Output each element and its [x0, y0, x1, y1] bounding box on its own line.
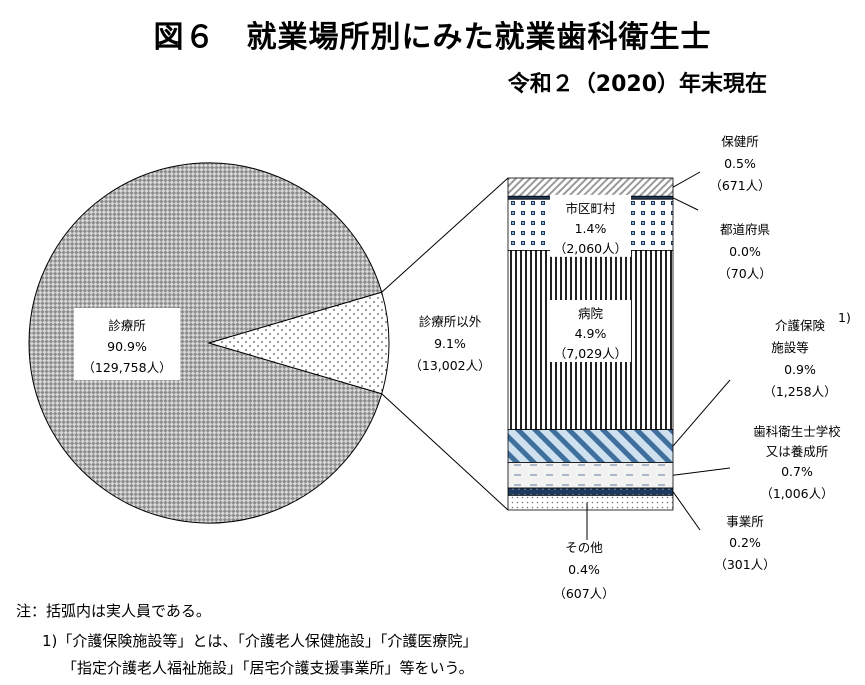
- bar-label-school-pct: 0.7%: [781, 464, 813, 479]
- pie-label-non-clinic-count: （13,002人）: [409, 358, 490, 373]
- pie-slice-clinic: [28, 162, 383, 524]
- bar-label-health-center-count: （671人）: [709, 178, 770, 193]
- pie-label-clinic-name: 診療所: [108, 318, 146, 333]
- bar-label-school-name2: 又は養成所: [766, 444, 829, 459]
- pie-label-non-clinic-pct: 9.1%: [434, 336, 466, 351]
- bar-label-care-facility-count: （1,258人）: [763, 384, 836, 399]
- bar-label-health-center-pct: 0.5%: [724, 156, 756, 171]
- pie-label-box: [74, 308, 180, 380]
- bar-label-prefecture-name: 都道府県: [720, 222, 770, 237]
- bar-label-care-facility-name2: 施設等: [771, 340, 809, 355]
- bar-label-hospital-name: 病院: [578, 306, 604, 321]
- note-line-2: 1)「介護保険施設等」とは、「介護老人保健施設」「介護医療院」: [42, 632, 478, 650]
- leader-school: [672, 467, 731, 476]
- bar-label-municipality-count: （2,060人）: [554, 241, 627, 256]
- leader-health-center: [672, 171, 701, 188]
- bar-label-hospital-count: （7,029人）: [554, 346, 627, 361]
- bar-segment-school: [507, 462, 674, 489]
- chart-area: 診療所 90.9% （129,758人） 診療所以外 9.1% （13,002人） 市区町村…: [28, 134, 851, 600]
- pie-label-clinic-count: （129,758人）: [82, 360, 171, 375]
- leader-care-facility: [672, 379, 731, 447]
- bar-label-prefecture-pct: 0.0%: [729, 244, 761, 259]
- bar-label-school-count: （1,006人）: [760, 486, 833, 501]
- connector-top: [381, 177, 509, 293]
- bar-segment-care-facility: [507, 429, 674, 463]
- leader-prefecture: [672, 197, 699, 211]
- bar-label-care-facility-sup: 1): [838, 310, 851, 325]
- bar-label-office-pct: 0.2%: [729, 535, 761, 550]
- bar-label-school-name: 歯科衛生士学校: [753, 424, 841, 439]
- note-line-1: 注：括弧内は実人員である。: [16, 602, 211, 620]
- bar-label-box-hospital: [550, 300, 631, 363]
- pie-slice-non-clinic: [207, 291, 390, 395]
- note-line-3: 「指定介護老人福祉施設」「居宅介護支援事業所」等をいう。: [62, 659, 474, 677]
- bar-segment-other: [507, 494, 674, 511]
- bar-label-care-facility-pct: 0.9%: [784, 362, 816, 377]
- bar-label-health-center-name: 保健所: [721, 134, 759, 149]
- leader-office: [672, 491, 701, 531]
- bar-label-municipality-name: 市区町村: [565, 201, 616, 216]
- bar-segment-health-center: [507, 177, 674, 197]
- pie-label-clinic-pct: 90.9%: [107, 339, 147, 354]
- bar-label-prefecture-count: （70人）: [718, 266, 771, 281]
- bar-label-municipality-pct: 1.4%: [575, 221, 607, 236]
- bar-label-other-count: （607人）: [553, 586, 614, 600]
- bar-label-office-count: （301人）: [714, 557, 775, 572]
- bar-label-care-facility-name: 介護保険: [775, 318, 826, 333]
- bar-label-office-name: 事業所: [726, 514, 764, 529]
- bar-label-other-name: その他: [565, 540, 603, 555]
- connector-bottom: [381, 393, 509, 511]
- pie-label-non-clinic-name: 診療所以外: [419, 314, 482, 329]
- bar-label-hospital-pct: 4.9%: [575, 326, 607, 341]
- bar-segment-office: [507, 487, 674, 496]
- page-title: 図６ 就業場所別にみた就業歯科衛生士: [153, 20, 712, 55]
- page-subtitle: 令和２（2020）年末現在: [507, 72, 767, 97]
- bar-label-box-municipality: [550, 194, 631, 257]
- bar-label-other-pct: 0.4%: [568, 562, 600, 577]
